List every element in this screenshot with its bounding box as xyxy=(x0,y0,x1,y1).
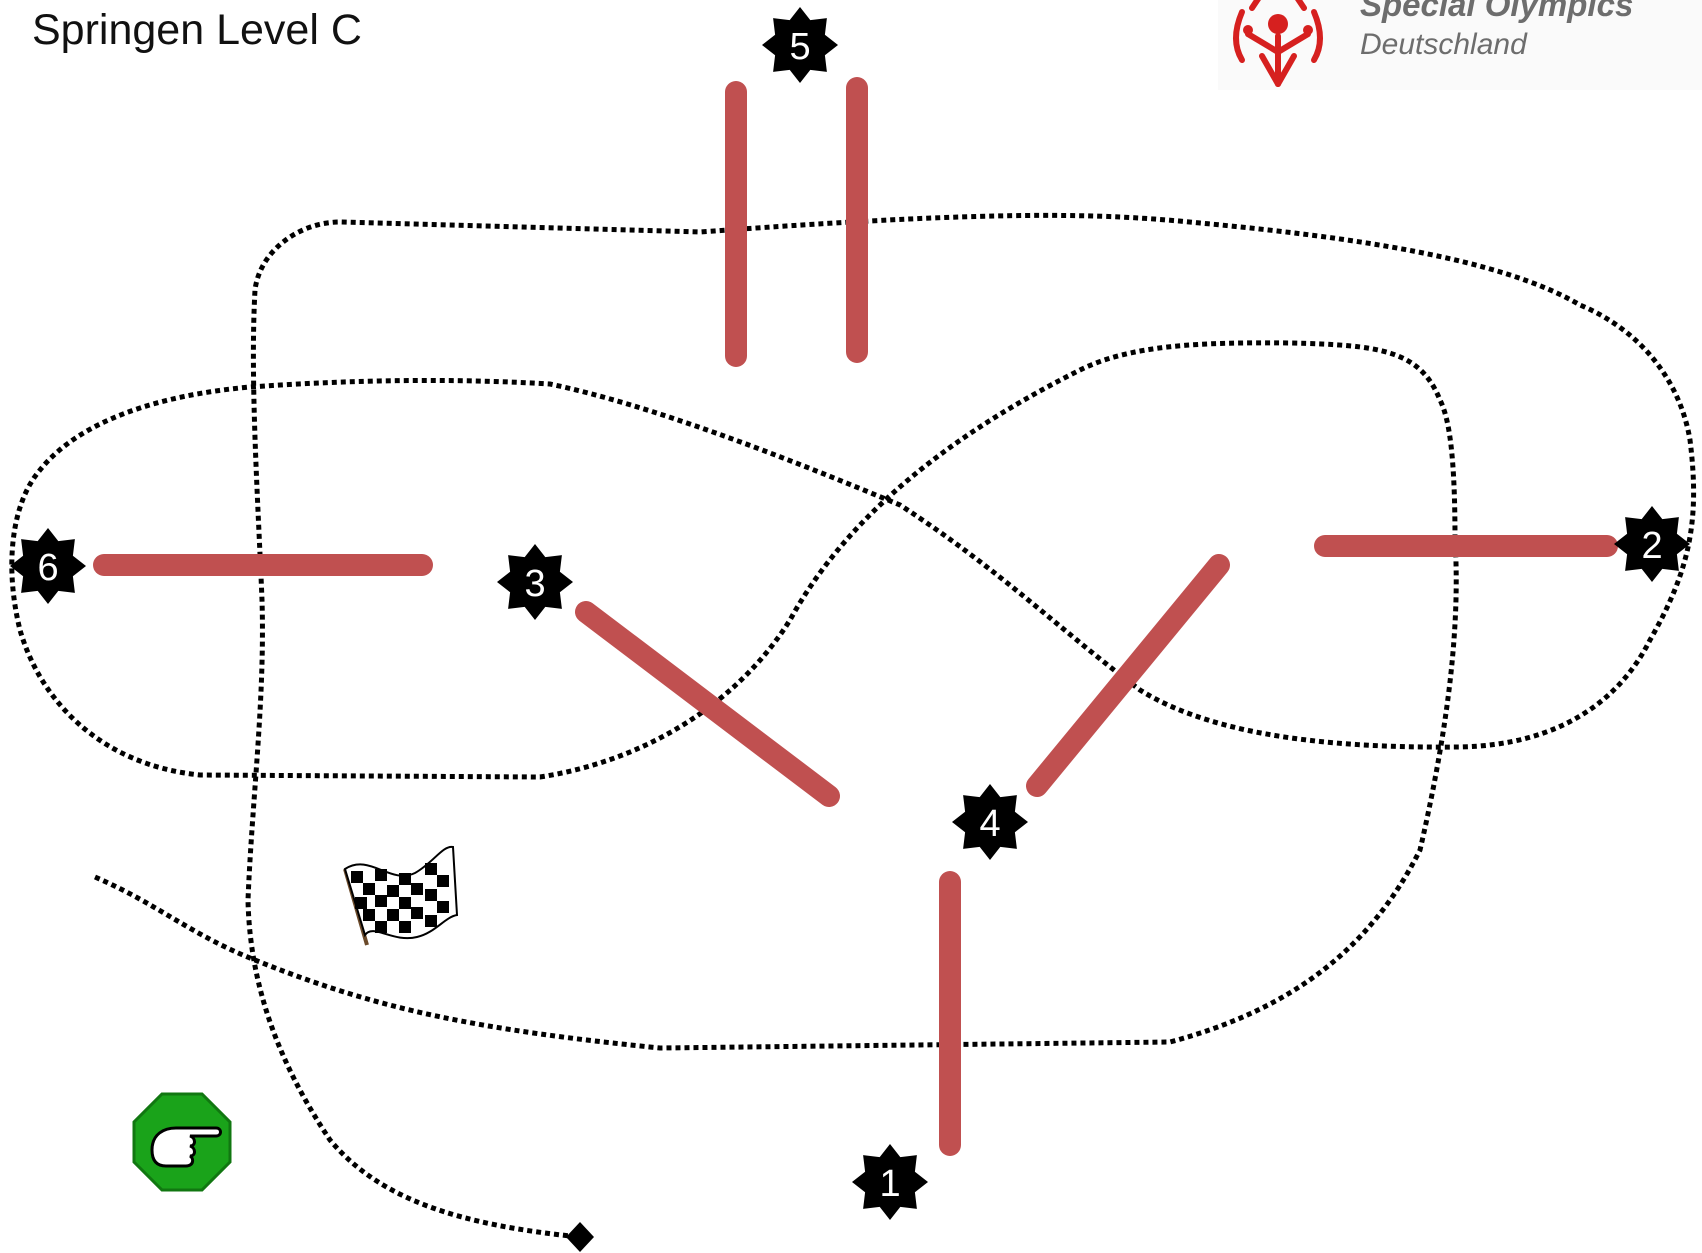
logo-country: Deutschland xyxy=(1360,28,1527,61)
start-pointing-hand-icon xyxy=(132,1092,232,1192)
marker-3-label: 3 xyxy=(524,563,545,605)
special-olympics-logo: Special Olympics Deutschland xyxy=(1218,0,1702,90)
marker-4: 4 xyxy=(952,784,1028,860)
riding-path xyxy=(9,212,1697,1240)
marker-2-label: 2 xyxy=(1641,525,1662,567)
special-olympics-emblem-icon xyxy=(1233,0,1323,87)
marker-6: 6 xyxy=(10,528,86,604)
obstacle-4-pole xyxy=(1026,554,1230,797)
marker-6-label: 6 xyxy=(37,547,58,589)
marker-3: 3 xyxy=(497,544,573,620)
logo-brand: Special Olympics xyxy=(1360,0,1634,23)
marker-5-label: 5 xyxy=(789,26,810,68)
marker-5: 5 xyxy=(762,7,838,83)
diamond-end-icon xyxy=(566,1222,594,1252)
checkered-flag-icon xyxy=(343,845,459,946)
marker-2: 2 xyxy=(1614,506,1690,582)
marker-4-label: 4 xyxy=(979,803,1000,845)
marker-1: 1 xyxy=(852,1144,928,1220)
path-start-segment xyxy=(9,212,1697,1240)
page-title: Springen Level C xyxy=(32,6,362,54)
marker-1-label: 1 xyxy=(879,1163,900,1205)
obstacles xyxy=(93,77,1618,1156)
obstacle-3-pole xyxy=(575,601,840,807)
